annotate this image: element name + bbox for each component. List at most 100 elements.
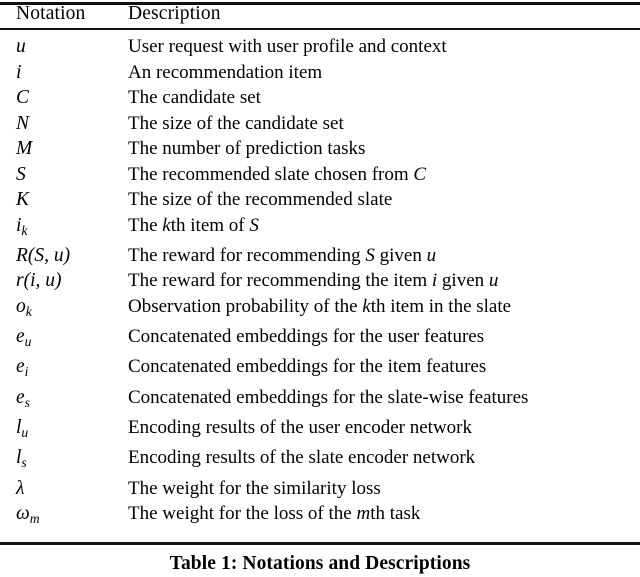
cell-description: Encoding results of the user encoder net… bbox=[128, 415, 640, 445]
cell-notation: i bbox=[0, 60, 128, 86]
cell-description: The number of prediction tasks bbox=[128, 136, 640, 162]
table-header-rule bbox=[0, 28, 640, 30]
description-text: th item of bbox=[170, 214, 250, 236]
cell-notation: K bbox=[0, 187, 128, 213]
cell-description: Observation probability of the kth item … bbox=[128, 294, 640, 324]
math-symbol: k bbox=[162, 214, 171, 236]
notation-symbol: o bbox=[16, 295, 26, 317]
description-text: Encoding results of the user encoder net… bbox=[128, 417, 473, 439]
description-text: th item in the slate bbox=[370, 295, 512, 317]
description-text: The number of prediction tasks bbox=[128, 138, 366, 159]
notation-symbol: ω bbox=[16, 503, 30, 525]
cell-description: The weight for the similarity loss bbox=[128, 476, 640, 502]
description-text: given bbox=[374, 244, 427, 266]
notation-subscript: u bbox=[24, 333, 32, 349]
notation-symbol: r(i, u) bbox=[16, 270, 62, 292]
notation-subscript: m bbox=[29, 511, 40, 526]
cell-description: The reward for recommending S given u bbox=[128, 243, 640, 269]
cell-notation: ls bbox=[0, 445, 128, 475]
math-symbol: m bbox=[356, 503, 371, 525]
description-text: th task bbox=[370, 503, 421, 525]
notation-symbol: u bbox=[16, 36, 26, 57]
column-header-description: Description bbox=[128, 3, 221, 24]
cell-notation: ok bbox=[0, 294, 128, 324]
table-row: u User request with user profile and cont… bbox=[0, 34, 640, 60]
description-text: The candidate set bbox=[128, 87, 261, 108]
cell-notation: C bbox=[0, 85, 128, 111]
table-row: K The size of the recommended slate bbox=[0, 187, 640, 213]
notation-symbol: l bbox=[16, 417, 22, 439]
table-header: Notation Description bbox=[0, 0, 640, 28]
notation-subscript: k bbox=[25, 303, 32, 319]
description-text: The size of the candidate set bbox=[128, 112, 344, 134]
math-symbol: C bbox=[413, 163, 427, 185]
notation-symbol: S bbox=[16, 163, 26, 185]
notation-symbol: l bbox=[16, 447, 22, 469]
description-text: Concatenated embeddings for the user fea… bbox=[128, 326, 485, 348]
notation-subscript: s bbox=[21, 455, 27, 471]
notation-symbol: N bbox=[16, 112, 30, 134]
cell-description: The candidate set bbox=[128, 85, 640, 111]
cell-description: Encoding results of the slate encoder ne… bbox=[128, 445, 640, 475]
description-text: The weight for the similarity loss bbox=[128, 477, 381, 499]
table-row: C The candidate set bbox=[0, 85, 640, 111]
description-text: The size of the recommended slate bbox=[128, 189, 393, 210]
cell-notation: r(i, u) bbox=[0, 268, 128, 294]
notation-symbol: K bbox=[16, 189, 30, 210]
notation-symbol: C bbox=[16, 87, 30, 108]
table-header-row: Notation Description bbox=[0, 0, 640, 28]
notation-symbol: M bbox=[16, 138, 33, 159]
cell-description: An recommendation item bbox=[128, 60, 640, 86]
description-text: Observation probability of the bbox=[128, 295, 363, 317]
cell-notation: ik bbox=[0, 213, 128, 243]
description-text: Concatenated embeddings for the slate-wi… bbox=[128, 386, 529, 408]
notation-subscript: i bbox=[24, 364, 29, 380]
cell-description: Concatenated embeddings for the item fea… bbox=[128, 354, 640, 384]
math-symbol: S bbox=[365, 244, 375, 266]
cell-description: The size of the recommended slate bbox=[128, 187, 640, 213]
table-row: S The recommended slate chosen from C bbox=[0, 162, 640, 188]
cell-notation: eu bbox=[0, 324, 128, 354]
math-symbol: k bbox=[362, 295, 371, 317]
cell-description: The kth item of S bbox=[128, 213, 640, 243]
notation-subscript: s bbox=[24, 394, 30, 410]
cell-description: The weight for the loss of the mth task bbox=[128, 501, 640, 531]
cell-description: The reward for recommending the item i g… bbox=[128, 268, 640, 294]
table-body: u User request with user profile and cont… bbox=[0, 28, 640, 532]
table-bottom-rule bbox=[0, 542, 640, 545]
notation-subscript: u bbox=[21, 424, 29, 440]
description-text: given bbox=[437, 270, 489, 292]
cell-notation: M bbox=[0, 136, 128, 162]
notations-table: Notation Description u User request with … bbox=[0, 0, 640, 532]
cell-notation: ei bbox=[0, 354, 128, 384]
notation-subscript: k bbox=[21, 222, 28, 238]
notation-symbol: R(S, u) bbox=[16, 244, 71, 266]
notation-symbol: e bbox=[16, 356, 25, 378]
cell-notation: lu bbox=[0, 415, 128, 445]
notation-symbol: i bbox=[16, 214, 22, 236]
description-text: User request with user profile and conte… bbox=[128, 36, 447, 57]
description-text: The bbox=[128, 214, 163, 236]
cell-description: User request with user profile and conte… bbox=[128, 34, 640, 60]
notation-symbol: e bbox=[16, 326, 25, 348]
cell-description: The size of the candidate set bbox=[128, 111, 640, 137]
description-text: An recommendation item bbox=[128, 61, 323, 83]
notation-symbol: e bbox=[16, 386, 25, 408]
math-symbol: u bbox=[488, 270, 499, 292]
cell-notation: es bbox=[0, 385, 128, 415]
table-caption: Table 1: Notations and Descriptions bbox=[169, 553, 471, 574]
cell-notation: N bbox=[0, 111, 128, 137]
table-row: M The number of prediction tasks bbox=[0, 136, 640, 162]
table-top-rule bbox=[0, 2, 640, 5]
notation-symbol: λ bbox=[16, 477, 25, 499]
cell-notation: ωm bbox=[0, 501, 128, 531]
cell-description: The recommended slate chosen from C bbox=[128, 162, 640, 188]
math-symbol: i bbox=[431, 270, 438, 292]
cell-description: Concatenated embeddings for the slate-wi… bbox=[128, 385, 640, 415]
